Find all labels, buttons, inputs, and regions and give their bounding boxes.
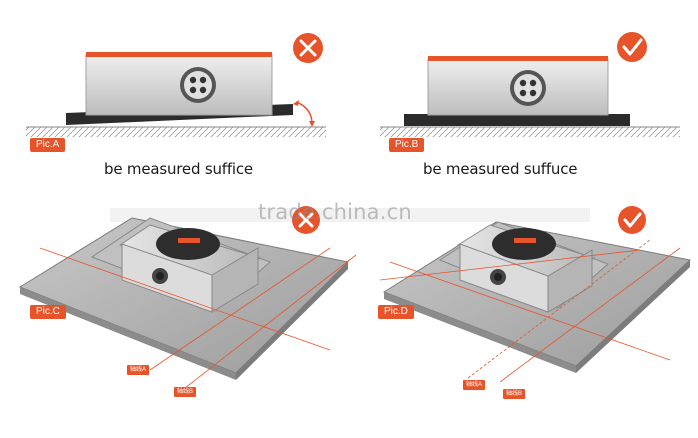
panel-d-label: Pic.D — [378, 305, 414, 319]
panel-c-axis-a-label: 轴线A — [127, 365, 150, 375]
panel-d-axis-a-label: 轴线A — [463, 380, 486, 390]
axis-line — [467, 239, 651, 379]
axis-line — [389, 261, 671, 361]
connector-icon — [180, 67, 216, 103]
device-top-stripe — [86, 52, 272, 57]
panel-d-axis-b-label: 轴线B — [503, 389, 526, 399]
axis-line — [149, 247, 331, 371]
panel-b-label: Pic.B — [389, 138, 425, 152]
ground-hatch — [26, 127, 326, 137]
device-top-stripe — [428, 56, 608, 61]
panel-b-caption: be measured suffuce — [423, 160, 578, 178]
panel-c-label: Pic.C — [30, 305, 66, 319]
connector-icon — [510, 70, 546, 106]
device-body — [85, 54, 273, 116]
wrong-icon — [293, 33, 323, 63]
gap-arrow-icon — [295, 101, 313, 125]
wrong-icon — [292, 206, 320, 234]
axis-line — [379, 249, 641, 281]
ground-hatch — [380, 127, 680, 137]
panel-a-label: Pic.A — [30, 138, 66, 152]
axis-line — [175, 254, 357, 396]
axis-line — [499, 247, 681, 383]
device-base — [404, 114, 630, 126]
correct-icon — [617, 32, 647, 62]
panel-a-illustration — [26, 33, 326, 137]
axis-line — [39, 247, 331, 351]
sensor-label-panel — [156, 228, 220, 260]
panel-d-illustration — [379, 206, 692, 383]
panel-a-caption: be measured suffice — [104, 160, 253, 178]
panel-c-illustration — [18, 206, 357, 396]
panel-c-axis-b-label: 轴线B — [174, 387, 197, 397]
correct-icon — [618, 206, 646, 234]
watermark: trade.china.cn — [258, 200, 412, 224]
panel-b-illustration — [380, 32, 680, 137]
sensor-label-panel — [492, 228, 556, 260]
